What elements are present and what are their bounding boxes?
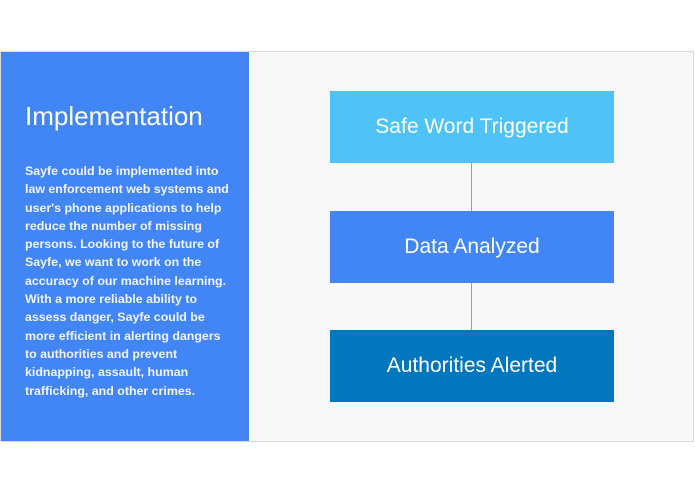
panel-title: Implementation xyxy=(25,101,203,131)
flow-step-safe-word-triggered: Safe Word Triggered xyxy=(330,91,614,163)
flow-step-authorities-alerted: Authorities Alerted xyxy=(330,330,614,402)
flow-step-data-analyzed: Data Analyzed xyxy=(330,211,614,283)
implementation-panel xyxy=(1,52,249,441)
flow-connector xyxy=(471,283,472,330)
flow-connector xyxy=(471,163,472,211)
panel-body-text: Sayfe could be implemented into law enfo… xyxy=(25,164,229,398)
